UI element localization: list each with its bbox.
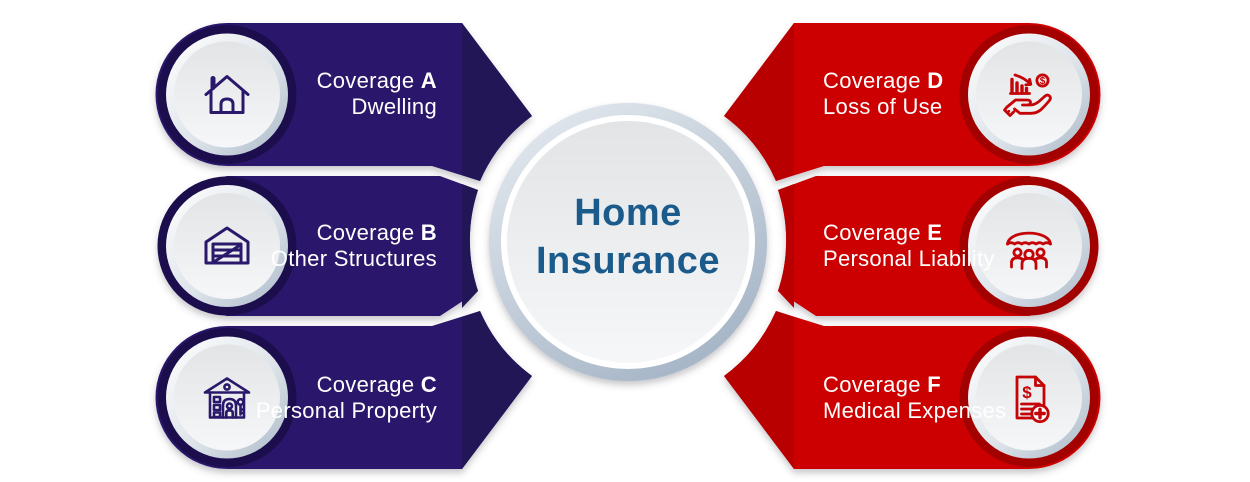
coverage-a-letter: A — [420, 68, 437, 93]
coverage-e-line1: Coverage E — [823, 220, 943, 245]
coverage-b-label: Coverage B Other Structures — [117, 220, 437, 272]
coverage-d-arrow-fold — [724, 23, 794, 181]
coverage-c-line1: Coverage C — [316, 372, 437, 397]
coverage-a-line1: Coverage A — [316, 68, 437, 93]
coverage-d-line1: Coverage D — [823, 68, 944, 93]
coverage-c-banner — [155, 311, 533, 469]
garage-icon — [204, 226, 250, 265]
svg-text:$: $ — [1040, 76, 1046, 87]
coverage-a-banner — [155, 23, 533, 181]
building-person-key-icon — [203, 377, 251, 419]
medical-invoice-icon: $ — [1015, 375, 1050, 424]
coverage-f-banner — [724, 311, 1101, 469]
coverage-e-cap-rim — [959, 176, 1099, 316]
coverage-a-icon-disc — [174, 41, 280, 148]
coverage-f-arrow-fold — [724, 311, 794, 469]
coverage-c-arrow-fold — [462, 311, 532, 469]
coverage-c-title: Personal Property — [255, 398, 437, 423]
coverage-a-arrow-fold — [462, 23, 532, 181]
title-line-1: Home — [574, 192, 682, 234]
coverage-b-letter: B — [420, 220, 437, 245]
coverage-b-banner — [157, 176, 478, 316]
coverage-f-line1: Coverage F — [823, 372, 941, 397]
coverage-f-cap-rim — [959, 328, 1099, 467]
center-circle — [489, 103, 767, 381]
title-line-2: Insurance — [535, 240, 721, 282]
hand-declining-chart-icon: $ — [1003, 73, 1052, 117]
family-umbrella-icon — [1006, 231, 1052, 270]
coverage-e-title: Personal Liability — [823, 246, 995, 271]
coverage-e-letter: E — [927, 220, 943, 245]
coverage-a-label: Coverage A Dwelling — [117, 68, 437, 120]
coverage-d-letter: D — [927, 68, 944, 93]
coverage-b-title: Other Structures — [270, 246, 437, 271]
coverage-d-label: Coverage D Loss of Use — [823, 68, 1143, 120]
coverage-c-cap-rim — [157, 328, 297, 467]
coverage-e-banner — [778, 176, 1099, 316]
coverage-b-line1: Coverage B — [316, 220, 437, 245]
coverage-b-arrow-fold — [462, 184, 478, 308]
coverage-e-icon-disc — [976, 193, 1082, 299]
coverage-b-icon-disc — [174, 193, 280, 299]
coverage-f-letter: F — [927, 372, 941, 397]
coverage-c-letter: C — [420, 372, 437, 397]
coverage-b-cap-rim — [157, 176, 297, 316]
home-insurance-title: Home Insurance — [428, 189, 828, 285]
coverage-e-arrow-fold — [778, 184, 794, 308]
coverage-f-label: Coverage F Medical Expenses — [823, 372, 1143, 424]
house-icon — [204, 75, 250, 114]
coverage-c-label: Coverage C Personal Property — [117, 372, 437, 424]
coverage-f-icon-disc — [976, 344, 1082, 451]
center-circle-inner-disc — [507, 121, 749, 363]
coverage-d-cap-rim — [959, 25, 1099, 164]
coverage-f-title: Medical Expenses — [823, 398, 1007, 423]
svg-text:$: $ — [1022, 383, 1032, 402]
coverage-a-title: Dwelling — [351, 94, 437, 119]
coverage-c-icon-disc — [174, 344, 280, 451]
coverage-d-title: Loss of Use — [823, 94, 943, 119]
coverage-a-cap-rim — [157, 25, 297, 164]
coverage-e-label: Coverage E Personal Liability — [823, 220, 1143, 272]
